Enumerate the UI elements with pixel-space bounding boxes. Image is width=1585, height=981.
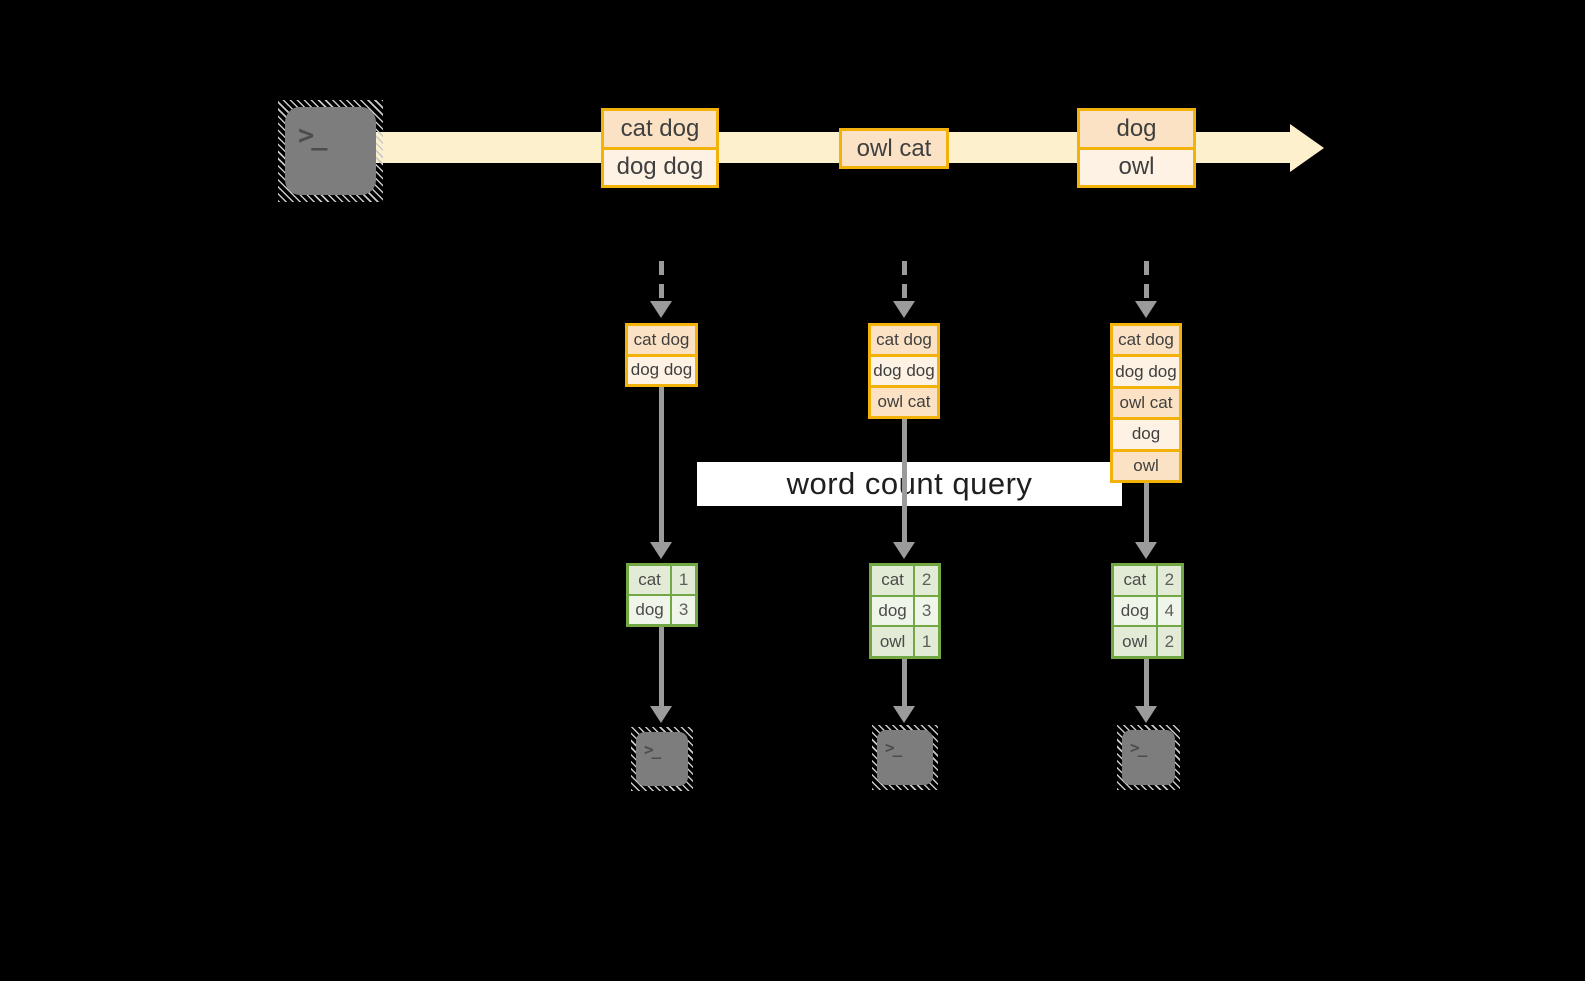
count-value: 1 bbox=[678, 570, 689, 589]
flow-arrow-head-icon bbox=[893, 706, 915, 723]
count-value: 3 bbox=[921, 601, 932, 620]
input-stack-3: cat dog dog dog owl cat dog owl bbox=[1110, 323, 1182, 483]
count-row: cat 1 bbox=[629, 566, 695, 594]
count-value: 4 bbox=[1164, 601, 1175, 620]
query-label: word count query bbox=[786, 466, 1033, 501]
stream-batch-2: owl cat bbox=[839, 128, 949, 169]
input-row: dog dog bbox=[871, 354, 937, 385]
flow-arrow bbox=[658, 387, 664, 543]
source-terminal-icon: >_ bbox=[278, 100, 383, 202]
count-value: 3 bbox=[678, 600, 689, 619]
stream-batch-3: dog owl bbox=[1077, 108, 1196, 188]
dashed-arrow-head-icon bbox=[1135, 301, 1157, 318]
flow-arrow-head-icon bbox=[1135, 706, 1157, 723]
flow-arrow-head-icon bbox=[650, 706, 672, 723]
terminal-screen: >_ bbox=[285, 107, 376, 195]
batch-row: cat dog bbox=[604, 111, 716, 147]
sink-terminal-icon: >_ bbox=[872, 725, 938, 790]
input-row: cat dog bbox=[1113, 326, 1179, 355]
sink-terminal-icon: >_ bbox=[1117, 725, 1180, 790]
terminal-screen: >_ bbox=[636, 732, 688, 786]
flow-arrow bbox=[901, 418, 907, 543]
flow-arrow bbox=[658, 626, 664, 707]
count-row: dog 3 bbox=[872, 594, 938, 626]
flow-arrow-head-icon bbox=[1135, 542, 1157, 559]
count-row: cat 2 bbox=[872, 566, 938, 595]
count-row: dog 4 bbox=[1114, 594, 1181, 626]
count-word: dog bbox=[872, 596, 916, 626]
count-table-2: cat 2 dog 3 owl 1 bbox=[869, 563, 941, 659]
flow-arrow-head-icon bbox=[650, 542, 672, 559]
count-value: 2 bbox=[921, 570, 932, 590]
flow-arrow bbox=[1143, 657, 1149, 707]
count-word: cat bbox=[1114, 566, 1158, 595]
input-row: dog bbox=[1113, 417, 1179, 449]
batch-row: dog dog bbox=[604, 146, 716, 185]
input-stack-2: cat dog dog dog owl cat bbox=[868, 323, 940, 419]
count-word: owl bbox=[872, 627, 916, 657]
input-stack-1: cat dog dog dog bbox=[625, 323, 698, 387]
input-row: owl cat bbox=[871, 385, 937, 416]
prompt-glyph: >_ bbox=[644, 740, 661, 759]
batch-row: owl bbox=[1080, 146, 1193, 185]
flow-arrow bbox=[901, 657, 907, 707]
input-row: dog dog bbox=[628, 353, 695, 384]
count-word: cat bbox=[872, 566, 916, 595]
count-value: 2 bbox=[1164, 631, 1175, 651]
flow-arrow-head-icon bbox=[893, 542, 915, 559]
count-row: cat 2 bbox=[1114, 566, 1181, 595]
dashed-arrow-head-icon bbox=[650, 301, 672, 318]
prompt-glyph: >_ bbox=[298, 120, 328, 151]
batch-row: owl cat bbox=[842, 131, 946, 166]
sink-terminal-icon: >_ bbox=[631, 727, 693, 791]
stream-batch-1: cat dog dog dog bbox=[601, 108, 719, 188]
dashed-arrow-head-icon bbox=[893, 301, 915, 318]
dashed-arrow bbox=[1143, 261, 1149, 303]
count-table-1: cat 1 dog 3 bbox=[626, 563, 698, 627]
input-row: dog dog bbox=[1113, 354, 1179, 386]
input-row: cat dog bbox=[871, 326, 937, 354]
batch-row: dog bbox=[1080, 111, 1193, 147]
count-value: 1 bbox=[921, 631, 932, 651]
flow-arrow bbox=[1143, 482, 1149, 543]
terminal-screen: >_ bbox=[1122, 730, 1175, 785]
dashed-arrow bbox=[658, 261, 664, 303]
query-label-band: word count query bbox=[697, 462, 1122, 506]
input-row: owl cat bbox=[1113, 385, 1179, 418]
count-value: 2 bbox=[1164, 570, 1175, 590]
input-row: owl bbox=[1113, 448, 1179, 481]
count-row: dog 3 bbox=[629, 594, 695, 624]
count-word: owl bbox=[1114, 627, 1158, 657]
count-word: dog bbox=[1114, 596, 1158, 626]
count-word: dog bbox=[629, 596, 673, 624]
count-word: cat bbox=[629, 566, 673, 594]
prompt-glyph: >_ bbox=[885, 738, 902, 757]
stream-arrow-head-icon bbox=[1290, 124, 1324, 172]
count-table-3: cat 2 dog 4 owl 2 bbox=[1111, 563, 1184, 659]
terminal-screen: >_ bbox=[877, 730, 933, 785]
prompt-glyph: >_ bbox=[1130, 738, 1147, 757]
count-row: owl 1 bbox=[872, 625, 938, 657]
input-row: cat dog bbox=[628, 326, 695, 354]
dashed-arrow bbox=[901, 261, 907, 303]
count-row: owl 2 bbox=[1114, 625, 1181, 657]
